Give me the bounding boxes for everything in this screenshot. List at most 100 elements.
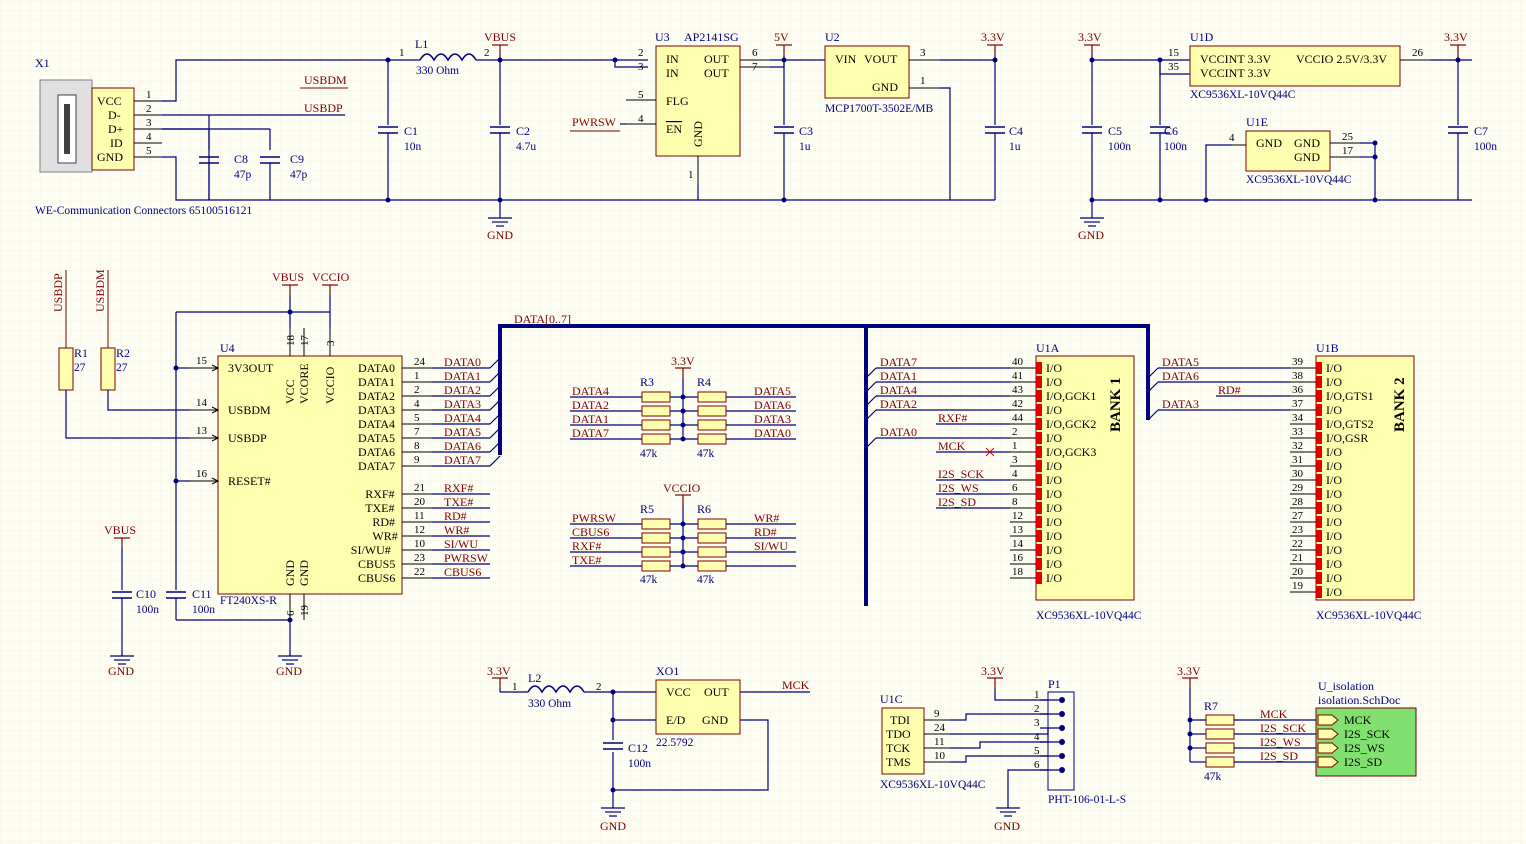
resistor-element xyxy=(697,433,727,445)
ic-u2-mcp1700[interactable]: U2 VIN VOUT GND 3 1 MCP1700T-3502E/MB xyxy=(824,30,940,115)
net-label-r4-2: DATA3 xyxy=(754,412,791,426)
svg-text:7: 7 xyxy=(414,426,420,438)
svg-text:3: 3 xyxy=(325,340,337,346)
inductor-l1[interactable]: L1 1 2 330 Ohm xyxy=(399,37,490,77)
svg-text:6: 6 xyxy=(752,47,758,59)
gnd-label: GND xyxy=(487,228,513,242)
svg-text:VCCIO: VCCIO xyxy=(663,481,701,495)
svg-text:C7: C7 xyxy=(1474,124,1488,138)
svg-text:I/O,GCK2: I/O,GCK2 xyxy=(1046,417,1096,431)
svg-text:GND: GND xyxy=(702,713,728,727)
svg-text:I/O: I/O xyxy=(1046,529,1062,543)
ic-u1c-jtag[interactable]: U1C TDI TDO TCK TMS 9 24 11 10 XC9536XL-… xyxy=(880,692,986,791)
svg-text:GND: GND xyxy=(691,121,705,147)
sheet-port-2: I2S_WS xyxy=(1344,741,1385,755)
net-label-u1a-1: DATA1 xyxy=(880,369,917,383)
svg-text:100n: 100n xyxy=(1164,141,1187,153)
net-label-cbus6: CBUS6 xyxy=(444,565,481,579)
svg-text:1: 1 xyxy=(688,169,694,181)
svg-text:28: 28 xyxy=(1292,496,1304,508)
net-label-usbdm: USBDM xyxy=(304,73,347,87)
svg-text:VOUT: VOUT xyxy=(864,52,898,66)
capacitor-c12[interactable]: C12 100n xyxy=(602,741,651,770)
net-label-r5-0: PWRSW xyxy=(572,511,617,525)
capacitor-c5[interactable]: C5 100n xyxy=(1081,124,1131,153)
svg-text:5: 5 xyxy=(146,145,152,157)
svg-text:27: 27 xyxy=(1292,510,1304,522)
svg-text:3.3V: 3.3V xyxy=(1444,30,1468,44)
data-bus xyxy=(498,324,1150,455)
capacitor-c1[interactable]: C1 10n xyxy=(377,124,422,200)
svg-text:IN: IN xyxy=(666,52,679,66)
svg-text:I/O: I/O xyxy=(1326,529,1342,543)
svg-text:TCK: TCK xyxy=(886,741,910,755)
svg-text:15: 15 xyxy=(1168,47,1180,59)
resistor-element xyxy=(641,433,671,445)
svg-text:13: 13 xyxy=(1012,524,1024,536)
svg-text:C4: C4 xyxy=(1009,124,1023,138)
svg-text:6: 6 xyxy=(285,610,297,616)
svg-text:TDI: TDI xyxy=(890,713,910,727)
sheet-port-3: I2S_SD xyxy=(1344,755,1382,769)
usb-connector-x1[interactable]: X1 VCC D- D+ ID GND 1 2 3 4 5 WE-Communi… xyxy=(35,56,252,217)
net-label-usbdm-r2: USBDM xyxy=(93,269,107,312)
resistor-element xyxy=(641,391,671,403)
svg-text:25: 25 xyxy=(1342,131,1354,143)
resistor-element xyxy=(697,518,727,530)
ic-u3-ap2141sg[interactable]: U3 AP2141SG IN IN OUT OUT FLG EN GND 2 3… xyxy=(626,30,770,185)
inductor-l2[interactable]: 1 L2 330 Ohm 2 xyxy=(512,671,602,710)
capacitor-c3[interactable]: C3 1u xyxy=(773,124,813,200)
capacitor-c11[interactable]: C11 100n xyxy=(165,587,215,616)
net-label-r7-3: I2S_SD xyxy=(1260,749,1298,763)
net-label-rd: RD# xyxy=(444,509,467,523)
capacitor-c4[interactable]: C4 1u xyxy=(984,124,1023,200)
ic-u1d-power[interactable]: U1D VCCINT 3.3V VCCINT 3.3V VCCIO 2.5V/3… xyxy=(1168,30,1430,101)
svg-text:I/O,GTS1: I/O,GTS1 xyxy=(1326,389,1374,403)
svg-text:I/O: I/O xyxy=(1326,543,1342,557)
svg-text:I/O: I/O xyxy=(1046,403,1062,417)
svg-text:R4: R4 xyxy=(697,375,711,389)
svg-text:I/O,GCK3: I/O,GCK3 xyxy=(1046,445,1096,459)
resistor-r7-pack[interactable]: R7 47k xyxy=(1190,699,1235,783)
x1-pin-dm: D- xyxy=(108,108,121,122)
u4-pin-data6: DATA6 xyxy=(358,445,395,459)
sheet-u-isolation[interactable]: U_isolation isolation.SchDoc MCKI2S_SCKI… xyxy=(1315,679,1417,777)
svg-text:I/O: I/O xyxy=(1326,571,1342,585)
capacitor-c6[interactable]: C6 100n xyxy=(1149,124,1187,153)
svg-text:9: 9 xyxy=(414,454,420,466)
capacitor-c8[interactable]: C8 47p xyxy=(198,152,252,181)
svg-text:19: 19 xyxy=(1292,580,1304,592)
svg-text:5: 5 xyxy=(1034,745,1040,757)
capacitor-c10[interactable]: C10 100n xyxy=(111,587,159,616)
svg-text:41: 41 xyxy=(1012,370,1023,382)
svg-text:4.7u: 4.7u xyxy=(516,141,536,153)
oscillator-xo1[interactable]: XO1 VCC OUT E/D GND 22.5792 xyxy=(655,664,741,749)
svg-text:I/O: I/O xyxy=(1046,473,1062,487)
svg-text:3.3V: 3.3V xyxy=(671,354,695,368)
svg-text:330 Ohm: 330 Ohm xyxy=(528,698,571,710)
svg-text:3.3V: 3.3V xyxy=(1078,30,1102,44)
svg-text:9: 9 xyxy=(934,708,940,720)
svg-text:2: 2 xyxy=(414,384,420,396)
svg-text:43: 43 xyxy=(1012,384,1024,396)
svg-text:32: 32 xyxy=(1292,440,1303,452)
svg-text:47p: 47p xyxy=(290,169,308,181)
svg-text:11: 11 xyxy=(934,736,945,748)
svg-text:C5: C5 xyxy=(1108,124,1122,138)
svg-text:VBUS: VBUS xyxy=(104,523,136,537)
net-label-r6-0: WR# xyxy=(754,511,779,525)
net-label-r4-0: DATA5 xyxy=(754,384,791,398)
u4-pin-cbus6: CBUS6 xyxy=(358,571,395,585)
net-label-r3-3: DATA7 xyxy=(572,426,609,440)
u4-pin-data2: DATA2 xyxy=(358,389,395,403)
capacitor-c7[interactable]: C7 100n xyxy=(1447,124,1497,153)
svg-text:22: 22 xyxy=(1292,538,1303,550)
ic-u1e-ground[interactable]: U1E GND GND GND 4 25 17 XC9536XL-10VQ44C xyxy=(1229,115,1360,186)
capacitor-c9[interactable]: C9 47p xyxy=(259,152,308,181)
capacitor-c2[interactable]: C2 4.7u xyxy=(489,124,536,200)
net-label-data5: DATA5 xyxy=(444,425,481,439)
